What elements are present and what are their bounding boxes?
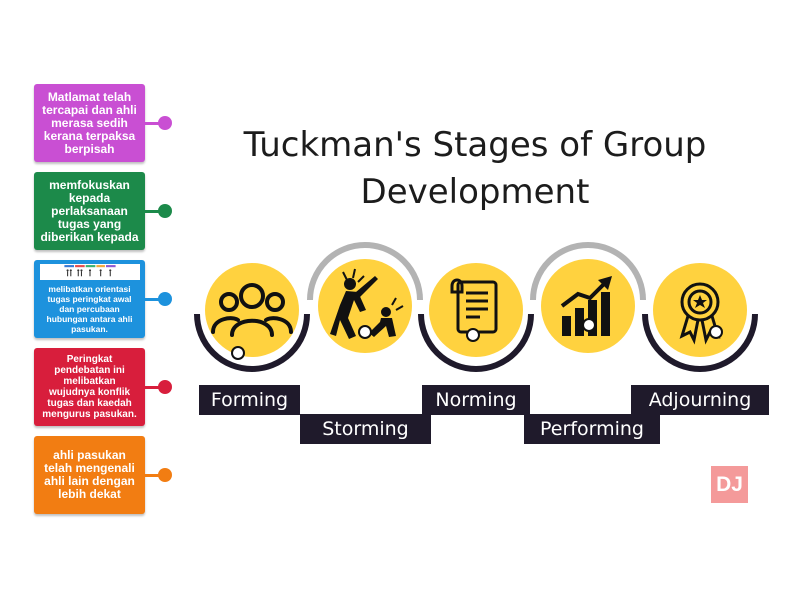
stage-label-storming: Storming: [300, 414, 431, 444]
stage-label-norming: Norming: [422, 385, 530, 415]
page-title: Tuckman's Stages of Group Development: [243, 125, 707, 212]
tile-pin: [158, 292, 172, 306]
answer-tile-storming-desc[interactable]: Peringkat pendebatan ini melibatkan wuju…: [34, 348, 145, 426]
tile-text: memfokuskan kepada perlaksanaan tugas ya…: [40, 177, 139, 244]
document-scroll-icon: [450, 278, 498, 334]
tile-connector: [145, 122, 165, 125]
answer-tile-norming-desc[interactable]: ahli pasukan telah mengenali ahli lain d…: [34, 436, 145, 514]
tile-pin: [158, 204, 172, 218]
tile-connector: [145, 210, 165, 213]
tile-pin: [158, 468, 172, 482]
tile-text: ahli pasukan telah mengenali ahli lain d…: [44, 448, 135, 501]
adjourning-arc: [642, 313, 758, 372]
storming-arc: [307, 242, 423, 301]
thumbnail-image-icon: [39, 264, 140, 280]
performing-arc: [530, 242, 646, 301]
tile-pin: [158, 380, 172, 394]
adjourning-drop-target[interactable]: [709, 325, 723, 339]
people-group-icon: [211, 283, 293, 337]
stage-label-performing: Performing: [524, 414, 660, 444]
norming-arc: [418, 313, 534, 372]
tile-text: melibatkan orientasi tugas peringkat awa…: [46, 284, 133, 334]
tile-text: Matlamat telah tercapai dan ahli merasa …: [42, 89, 137, 156]
tile-connector: [145, 386, 165, 389]
tile-connector: [145, 474, 165, 477]
dj-logo: DJ: [711, 466, 748, 503]
forming-drop-target[interactable]: [231, 346, 245, 360]
tile-text: Peringkat pendebatan ini melibatkan wuju…: [42, 354, 137, 420]
storming-drop-target[interactable]: [358, 325, 372, 339]
tile-pin: [158, 116, 172, 130]
stage-label-forming: Forming: [199, 385, 300, 415]
answer-tile-performing-desc[interactable]: memfokuskan kepada perlaksanaan tugas ya…: [34, 172, 145, 250]
tile-connector: [145, 298, 165, 301]
performing-drop-target[interactable]: [582, 318, 596, 332]
forming-arc: [194, 313, 310, 372]
answer-tile-forming-desc[interactable]: melibatkan orientasi tugas peringkat awa…: [34, 260, 145, 338]
stage-label-adjourning: Adjourning: [631, 385, 769, 415]
norming-drop-target[interactable]: [466, 328, 480, 342]
answer-tile-adjourning-desc[interactable]: Matlamat telah tercapai dan ahli merasa …: [34, 84, 145, 162]
